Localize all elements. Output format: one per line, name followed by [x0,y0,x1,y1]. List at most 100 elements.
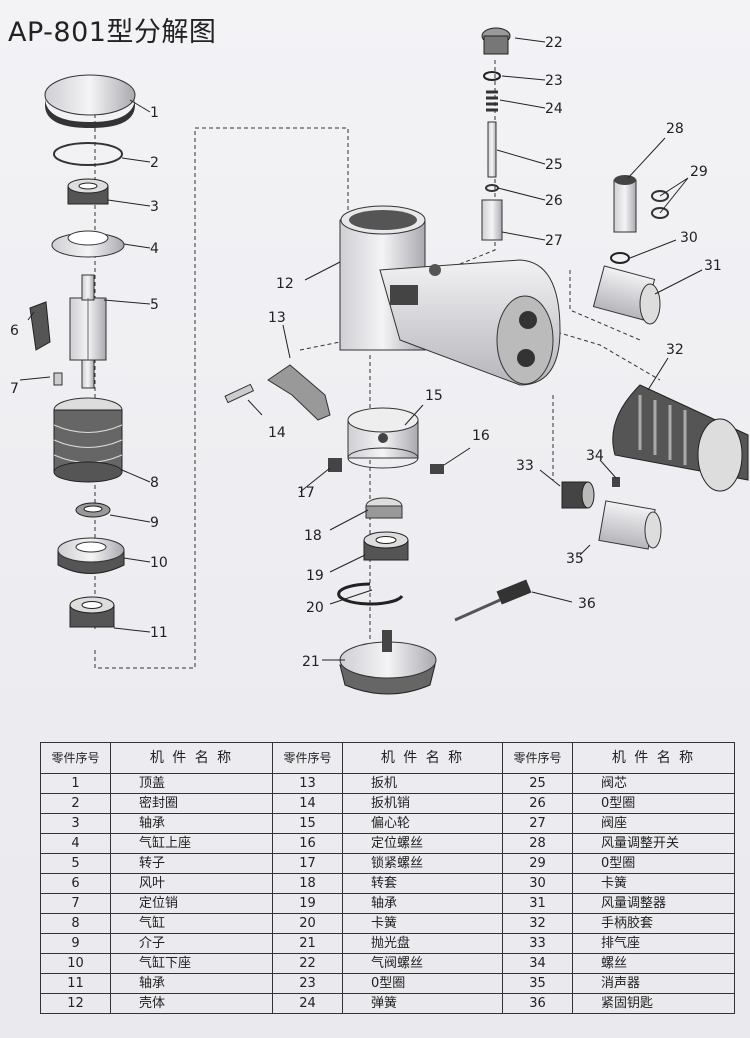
callout-32: 32 [666,342,684,358]
part-name-cell: 转子 [110,853,273,874]
part-number-cell: 16 [272,833,343,854]
callout-26: 26 [545,193,563,209]
part-number-cell: 32 [502,913,573,934]
part-number-cell: 27 [502,813,573,834]
part-number-cell: 28 [502,833,573,854]
callout-21: 21 [302,654,320,670]
callout-28: 28 [666,121,684,137]
callout-16: 16 [472,428,490,444]
part-number-cell: 30 [502,873,573,894]
part-name-cell: 偏心轮 [342,813,503,834]
part-number-cell: 14 [272,793,343,814]
part-name-cell: 气缸上座 [110,833,273,854]
callout-numbers: 1234567891011121314151617181920212223242… [10,35,722,670]
part-housing [339,205,561,386]
callout-8: 8 [150,475,159,491]
callout-17: 17 [297,485,315,501]
col-header-part-name: 机 件 名 称 [342,742,503,774]
callout-2: 2 [150,155,159,171]
callout-36: 36 [578,596,596,612]
part-name-cell: 壳体 [110,993,273,1014]
part-name-cell: 定位销 [110,893,273,914]
part-top-cap [44,74,136,128]
part-name-cell: 0型圈 [572,793,735,814]
part-number-cell: 8 [40,913,111,934]
part-handle-sleeve [612,384,749,492]
callout-10: 10 [150,555,168,571]
callout-5: 5 [150,297,159,313]
callout-7: 7 [10,381,19,397]
callout-24: 24 [545,101,563,117]
part-name-cell: 锁紧螺丝 [342,853,503,874]
part-number-cell: 29 [502,853,573,874]
part-number-cell: 20 [272,913,343,934]
callout-3: 3 [150,199,159,215]
part-lock-screw [328,458,342,472]
callout-6: 6 [10,323,19,339]
part-number-cell: 5 [40,853,111,874]
part-circlip-small [610,252,630,264]
part-name-cell: 卡簧 [572,873,735,894]
part-name-cell: 轴承 [110,813,273,834]
callout-1: 1 [150,105,159,121]
callout-31: 31 [704,258,722,274]
part-name-cell: 顶盖 [110,773,273,794]
part-number-cell: 18 [272,873,343,894]
col-header-part-name: 机 件 名 称 [110,742,273,774]
part-name-cell: 卡簧 [342,913,503,934]
col-header-part-no: 零件序号 [40,742,111,774]
part-seal-ring [53,142,123,166]
part-name-cell: 0型圈 [572,853,735,874]
callout-18: 18 [304,528,322,544]
part-name-cell: 螺丝 [572,953,735,974]
parts-list-table: 零件序号 机 件 名 称 零件序号 机 件 名 称 零件序号 机 件 名 称 1… [40,742,735,1014]
part-number-cell: 11 [40,973,111,994]
part-number-cell: 10 [40,953,111,974]
callout-4: 4 [150,241,159,257]
part-valve-stack [481,27,511,241]
part-upper-cylinder-seat [51,230,125,258]
assembly-guide-lines [94,60,661,669]
part-name-cell: 密封圈 [110,793,273,814]
part-number-cell: 34 [502,953,573,974]
part-name-cell: 风叶 [110,873,273,894]
part-trigger-pin [224,383,255,404]
part-name-cell: 弹簧 [342,993,503,1014]
part-name-cell: 轴承 [110,973,273,994]
part-name-cell: 手柄胶套 [572,913,735,934]
part-name-cell: 转套 [342,873,503,894]
part-muffler [598,500,662,550]
callout-34: 34 [586,448,604,464]
part-polishing-pad [339,630,437,695]
part-name-cell: 介子 [110,933,273,954]
part-number-cell: 15 [272,813,343,834]
part-number-cell: 4 [40,833,111,854]
callout-11: 11 [150,625,168,641]
callout-leaders [19,37,703,661]
part-name-cell: 抛光盘 [342,933,503,954]
part-name-cell: 0型圈 [342,973,503,994]
part-number-cell: 9 [40,933,111,954]
part-exhaust-seat [561,481,595,509]
part-name-cell: 定位螺丝 [342,833,503,854]
part-number-cell: 25 [502,773,573,794]
part-number-cell: 33 [502,933,573,954]
part-lower-cylinder-seat [57,537,125,574]
part-number-cell: 21 [272,933,343,954]
page-title: AP-801型分解图 [8,17,217,48]
part-bearing-eccentric [363,531,409,561]
part-screw-small [612,477,620,487]
table-header-row: 零件序号 机 件 名 称 零件序号 机 件 名 称 零件序号 机 件 名 称 [40,742,735,774]
part-air-regulator [592,265,661,325]
part-name-cell: 气缸下座 [110,953,273,974]
part-wrench [454,579,532,622]
callout-19: 19 [306,568,324,584]
part-dowel-pin [53,372,63,386]
